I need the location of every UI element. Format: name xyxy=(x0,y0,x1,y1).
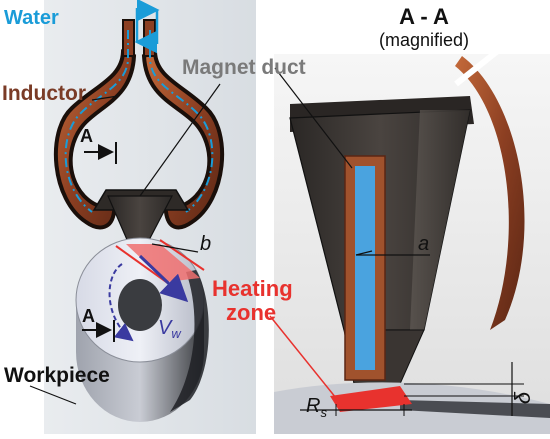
workpiece-bore xyxy=(118,279,162,331)
section-mark-top: A xyxy=(80,126,93,146)
section-subtitle: (magnified) xyxy=(379,30,469,50)
water-channel-left xyxy=(64,30,129,213)
inductor-label: Inductor xyxy=(2,82,86,105)
right-panel: a Rs δ xyxy=(274,43,550,434)
cooling-channel xyxy=(355,166,375,370)
velocity-label: Vw xyxy=(158,317,182,341)
workpiece-label: Workpiece xyxy=(4,364,110,387)
magnet-duct-big-side xyxy=(410,110,470,330)
workpiece-ring-shadow xyxy=(170,270,209,412)
section-title: A - A xyxy=(399,4,449,29)
duct-highlight xyxy=(454,43,506,87)
heating-label-line1: Heating xyxy=(212,276,293,301)
left-panel: A b Vw A xyxy=(44,0,256,434)
dim-a-tick xyxy=(355,250,373,256)
velocity-arrow xyxy=(138,254,189,303)
inductor-section-copper xyxy=(455,56,525,330)
dim-b-line xyxy=(151,243,199,253)
inductor-right-arm xyxy=(141,49,225,230)
magnet-duct-label: Magnet duct xyxy=(182,56,306,79)
section-mark-bottom: A xyxy=(82,306,95,326)
water-channel-right xyxy=(149,30,214,213)
rotation-arrow xyxy=(108,263,134,342)
dim-b-label: b xyxy=(200,233,211,255)
heating-line-2 xyxy=(159,239,205,271)
heating-label-line2: zone xyxy=(226,300,276,325)
heating-zone-big xyxy=(330,386,412,412)
inductor-left-arm xyxy=(53,49,137,230)
leader-heating xyxy=(269,315,337,399)
water-label: Water xyxy=(4,7,59,29)
radius-label: Rs xyxy=(306,395,327,420)
leader-inductor xyxy=(91,95,119,101)
heating-zone-strip xyxy=(126,244,200,282)
leader-duct-big xyxy=(274,67,353,169)
leader-workpiece xyxy=(29,385,77,405)
dim-a-label: a xyxy=(418,233,429,255)
leader-duct-small xyxy=(139,83,221,197)
delta-label: δ xyxy=(510,391,535,404)
